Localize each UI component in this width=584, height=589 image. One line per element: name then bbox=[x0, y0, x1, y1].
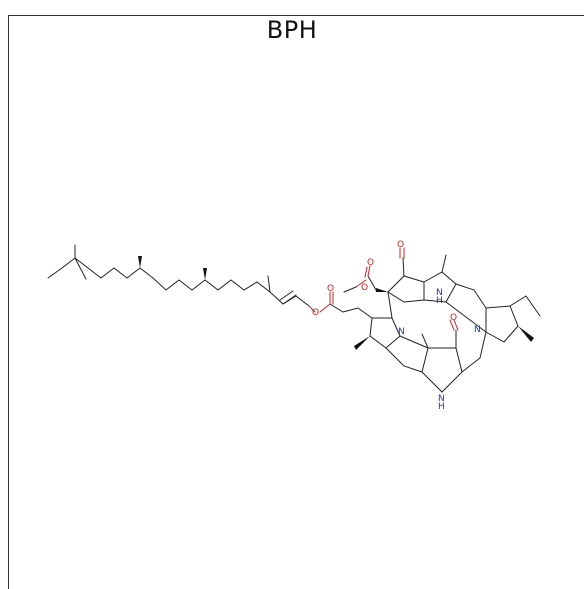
atom-n-left: N bbox=[398, 327, 405, 337]
diagram-frame bbox=[8, 15, 584, 589]
atom-o-chain-carbonyl: O bbox=[327, 284, 334, 294]
atom-o-acetyl: O bbox=[450, 313, 457, 323]
atom-o-chain-ester: O bbox=[312, 308, 319, 318]
molecule-title: BPH bbox=[266, 16, 318, 44]
atom-o-ester-single: O bbox=[361, 283, 368, 293]
atom-n-pyrrole-bottom-h: H bbox=[438, 402, 445, 412]
atom-o-ketone: O bbox=[397, 240, 404, 250]
atom-n-right: N bbox=[474, 325, 481, 335]
atom-n-pyrrole-top-h: H bbox=[436, 296, 443, 306]
propionate-ester bbox=[308, 291, 373, 319]
atom-n-pyrrole-top: N bbox=[436, 288, 443, 298]
macrocycle bbox=[343, 247, 541, 393]
atom-labels: O O O O O O N H N N N H bbox=[312, 240, 481, 412]
atom-o-ester-carbonyl: O bbox=[367, 258, 374, 268]
atom-n-pyrrole-bottom: N bbox=[438, 394, 445, 404]
phytyl-chain bbox=[47, 244, 310, 307]
